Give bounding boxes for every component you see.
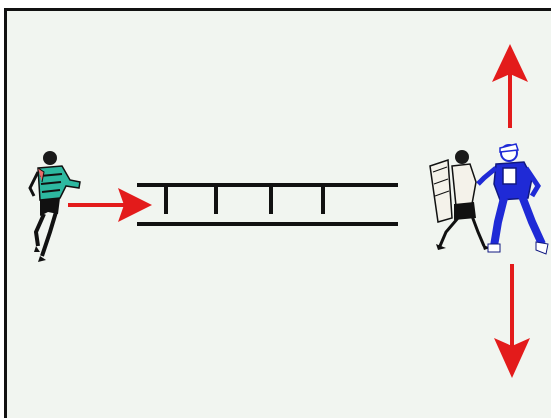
up-arrow <box>492 44 528 128</box>
drill-diagram <box>4 8 551 418</box>
shield-holder-icon <box>429 150 490 250</box>
run-direction-arrow <box>68 188 152 222</box>
down-arrow <box>494 264 530 378</box>
agility-ladder <box>137 183 398 226</box>
coach-icon <box>476 143 549 255</box>
drill-canvas <box>28 44 549 378</box>
runner-player-icon <box>28 151 81 262</box>
